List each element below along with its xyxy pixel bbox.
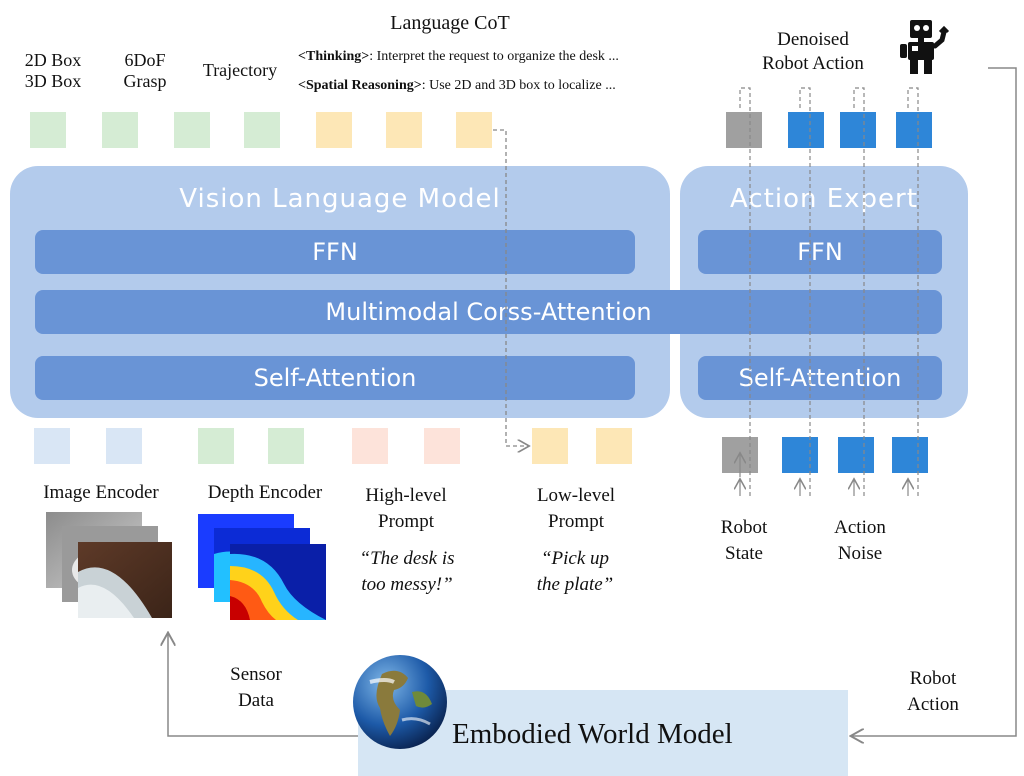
denoised-robot-action-label: Denoised Robot Action <box>762 29 864 74</box>
high-level-quote: “The desk is too messy!” <box>359 548 455 595</box>
depth-encoder-label: Depth Encoder <box>207 482 323 503</box>
expert-self-attention-bar: Self-Attention <box>698 356 942 400</box>
token-image-2 <box>106 428 142 464</box>
token-image-1 <box>34 428 70 464</box>
token-trajectory-2 <box>244 112 280 148</box>
trajectory-label: Trajectory <box>202 60 278 80</box>
cot-thinking-line: <Thinking>: Interpret the request to org… <box>298 48 619 66</box>
language-cot-title: Language CoT <box>390 12 510 34</box>
low-level-prompt-label: Low-level Prompt <box>536 485 616 532</box>
token-trajectory-1 <box>174 112 210 148</box>
robot-state-label: Robot State <box>720 517 768 564</box>
cot-spatial-text: : Use 2D and 3D box to localize ... <box>421 78 616 93</box>
token-depth-2 <box>268 428 304 464</box>
vlm-ffn-bar: FFN <box>35 230 635 274</box>
token-box <box>30 112 66 148</box>
grasp-label: 6DoF Grasp <box>123 50 167 91</box>
cross-attention-bar: Multimodal Corss-Attention <box>35 290 942 334</box>
cot-spatial-line: <Spatial Reasoning>: Use 2D and 3D box t… <box>298 77 616 95</box>
token-low-1 <box>532 428 568 464</box>
token-noise-3 <box>892 437 928 473</box>
high-level-prompt-label: High-level Prompt <box>365 485 447 532</box>
token-grasp <box>102 112 138 148</box>
image-encoder-label: Image Encoder <box>43 482 159 503</box>
token-denoised-state <box>726 112 762 148</box>
action-expert-title: Action Expert <box>730 184 918 214</box>
cot-spatial-tag: <Spatial Reasoning> <box>298 78 422 93</box>
token-denoised-action-2 <box>840 112 876 148</box>
vlm-title: Vision Language Model <box>179 184 501 214</box>
cot-thinking-text: : Interpret the request to organize the … <box>369 49 619 64</box>
sensor-data-label: Sensor Data <box>230 664 282 711</box>
vlm-self-attention-bar: Self-Attention <box>35 356 635 400</box>
token-noise-2 <box>838 437 874 473</box>
token-noise-1 <box>782 437 818 473</box>
token-cot-1 <box>316 112 352 148</box>
token-cot-3 <box>456 112 492 148</box>
low-level-quote: “Pick up the plate” <box>536 548 614 595</box>
depth-images-stack <box>198 514 326 620</box>
action-noise-label: Action Noise <box>834 517 886 564</box>
token-high-1 <box>352 428 388 464</box>
expert-ffn-bar: FFN <box>698 230 942 274</box>
token-low-2 <box>596 428 632 464</box>
box-label: 2D Box 3D Box <box>24 50 82 91</box>
globe-icon <box>353 655 447 749</box>
robot-action-label: Robot Action <box>907 668 959 715</box>
token-denoised-action-1 <box>788 112 824 148</box>
token-denoised-action-3 <box>896 112 932 148</box>
token-depth-1 <box>198 428 234 464</box>
camera-images-stack <box>46 512 172 618</box>
token-cot-2 <box>386 112 422 148</box>
token-high-2 <box>424 428 460 464</box>
world-model-title: Embodied World Model <box>452 718 733 750</box>
robot-icon <box>900 20 950 74</box>
cot-thinking-tag: <Thinking> <box>298 49 370 64</box>
